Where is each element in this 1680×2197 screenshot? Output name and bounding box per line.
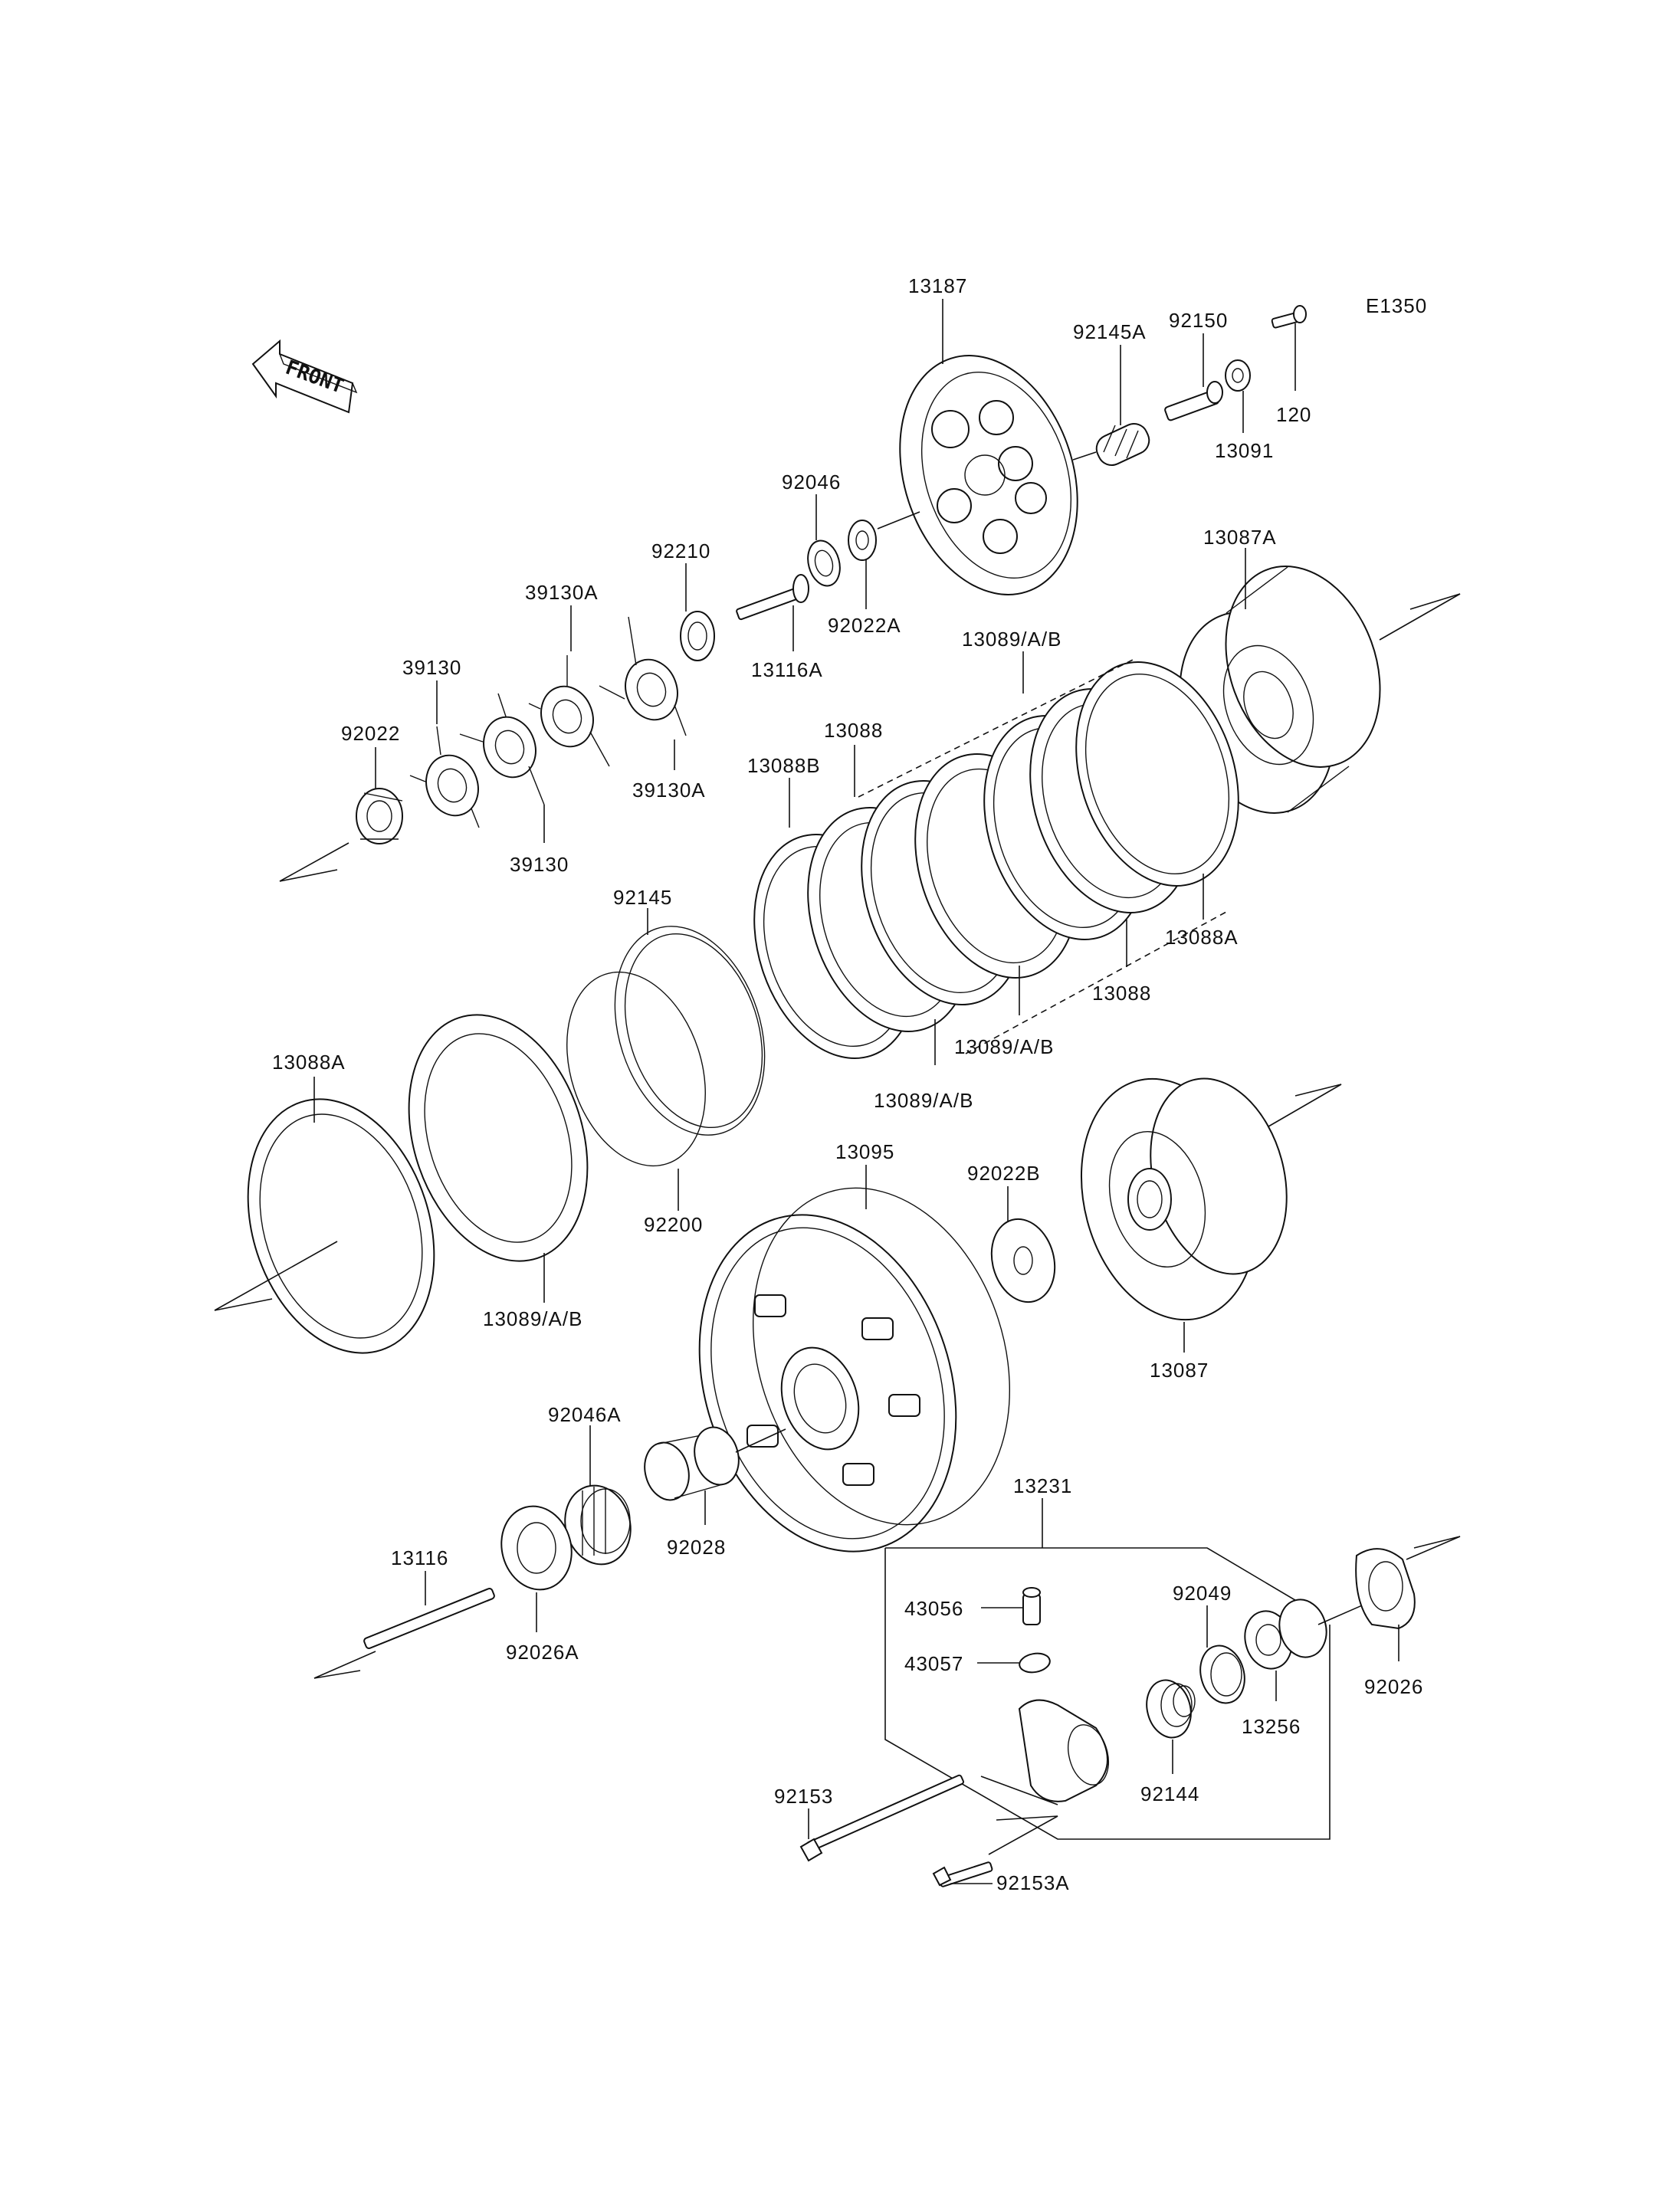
label-92022A: 92022A: [828, 614, 901, 637]
bleeder-valve-43056: [1022, 1587, 1041, 1625]
piston-13256: [1244, 1599, 1327, 1670]
cap-43057: [1019, 1652, 1051, 1674]
needle-bearing-92046A: [564, 1484, 632, 1566]
clutch-hub-13087: [1080, 1077, 1288, 1321]
label-92046: 92046: [782, 471, 841, 494]
label-39130-bot: 39130: [510, 853, 569, 876]
label-92150: 92150: [1169, 309, 1228, 332]
label-92022: 92022: [341, 722, 400, 745]
bolt-92153: [799, 1774, 964, 1862]
label-13116: 13116: [391, 1546, 448, 1569]
rod-13116A: [736, 574, 809, 621]
plate-39130-right: [459, 693, 545, 805]
label-92046A: 92046A: [548, 1403, 622, 1426]
seal-92049: [1199, 1644, 1245, 1704]
bolt-92153A: [932, 1861, 993, 1887]
label-39130-top: 39130: [402, 656, 461, 679]
label-13116A: 13116A: [751, 658, 823, 681]
label-13187: 13187: [908, 274, 967, 297]
label-13091: 13091: [1215, 439, 1274, 462]
label-43057: 43057: [904, 1652, 963, 1675]
collar-92022: [356, 788, 403, 844]
reference-code: E1350: [1366, 294, 1427, 317]
label-13087: 13087: [1150, 1359, 1209, 1382]
label-13087A: 13087A: [1203, 526, 1277, 549]
bearing-92210: [680, 611, 715, 661]
label-13089AB-left: 13089/A/B: [483, 1307, 582, 1330]
steel-plate-13089-left: [408, 1014, 589, 1262]
screw-120: [1271, 305, 1307, 329]
label-39130A-top: 39130A: [525, 581, 599, 604]
slave-cylinder-body: [1018, 1699, 1109, 1802]
bearing-92046: [807, 539, 841, 587]
washer-92022A: [848, 520, 877, 561]
label-92144: 92144: [1140, 1782, 1199, 1805]
gasket-92026: [1355, 1548, 1416, 1630]
bolt-92150: [1164, 381, 1223, 421]
friction-plate-13088A-left: [247, 1098, 435, 1354]
label-120: 120: [1276, 403, 1311, 426]
pressure-plate-13187: [899, 355, 1078, 595]
label-13089AB-top: 13089/A/B: [962, 628, 1061, 651]
washer-92026A: [500, 1505, 573, 1591]
clutch-hub-13087A: [1179, 566, 1381, 814]
collar-13091: [1225, 359, 1251, 392]
label-13256: 13256: [1242, 1715, 1301, 1738]
label-92022B: 92022B: [967, 1162, 1041, 1185]
label-92210: 92210: [651, 539, 710, 562]
plate-39130-left: [409, 726, 480, 828]
front-arrow-icon: FRONT: [251, 339, 358, 414]
spring-92145A: [1095, 423, 1150, 466]
assembly-bracket-13231: [884, 1498, 1331, 1840]
label-92145: 92145: [613, 886, 672, 909]
plate-39130A-left: [528, 655, 610, 767]
label-13089AB-mid: 13089/A/B: [954, 1035, 1054, 1058]
label-13088A-left: 13088A: [272, 1051, 346, 1074]
label-92200: 92200: [644, 1213, 703, 1236]
plate-stack: [753, 661, 1239, 1059]
boot-92144: [1146, 1679, 1196, 1739]
label-13231: 13231: [1013, 1474, 1072, 1497]
label-92026: 92026: [1364, 1675, 1423, 1698]
label-13088A-right: 13088A: [1165, 926, 1239, 949]
label-92153: 92153: [774, 1785, 833, 1808]
label-13088-top: 13088: [824, 719, 883, 742]
label-92145A: 92145A: [1073, 320, 1147, 343]
label-13089AB-bot: 13089/A/B: [874, 1089, 973, 1112]
label-13088-mid: 13088: [1092, 982, 1151, 1005]
sleeve-92028: [644, 1426, 740, 1501]
label-39130A-bot: 39130A: [632, 779, 706, 802]
washer-92022B: [990, 1218, 1056, 1303]
ring-92200: [566, 971, 706, 1167]
label-13095: 13095: [835, 1140, 894, 1163]
label-92049: 92049: [1173, 1582, 1232, 1605]
label-13088B: 13088B: [747, 754, 821, 777]
label-92026A: 92026A: [506, 1641, 579, 1664]
plate-39130A-right: [599, 616, 687, 736]
label-92028: 92028: [667, 1536, 726, 1559]
label-43056: 43056: [904, 1597, 963, 1620]
label-92153A: 92153A: [996, 1871, 1070, 1894]
clutch-housing-13095: [698, 1187, 1011, 1553]
push-rod-13116: [363, 1588, 495, 1649]
wire-ring-92145: [614, 926, 766, 1136]
